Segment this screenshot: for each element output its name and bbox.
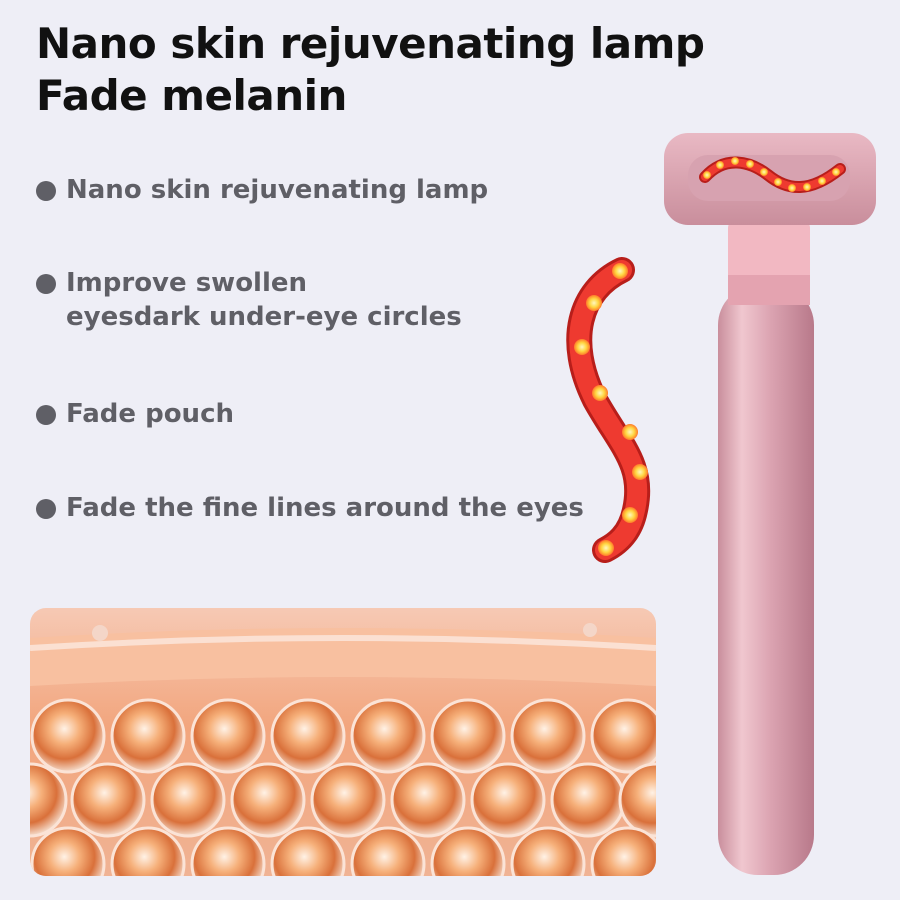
feature-text: Nano skin rejuvenating lamp: [66, 175, 489, 205]
title-line-1: Nano skin rejuvenating lamp: [36, 19, 705, 68]
feature-item: Fade pouch: [36, 397, 234, 431]
eye-wand-device: [664, 133, 876, 875]
bullet-icon: [36, 181, 56, 201]
title-line-2: Fade melanin: [36, 71, 347, 120]
feature-text: Improve swollen eyesdark under-eye circl…: [66, 268, 462, 332]
feature-text: Fade pouch: [66, 399, 234, 429]
page-title: Nano skin rejuvenating lamp Fade melanin: [36, 18, 705, 122]
feature-item: Improve swollen eyesdark under-eye circl…: [36, 266, 462, 334]
red-light-wave-icon: [566, 257, 651, 563]
bullet-icon: [36, 405, 56, 425]
feature-item: Fade the fine lines around the eyes: [36, 491, 584, 525]
skin-cell-illustration: [30, 608, 656, 876]
feature-text: Fade the fine lines around the eyes: [66, 493, 584, 523]
bullet-icon: [36, 499, 56, 519]
feature-item: Nano skin rejuvenating lamp: [36, 173, 488, 207]
bullet-icon: [36, 274, 56, 294]
